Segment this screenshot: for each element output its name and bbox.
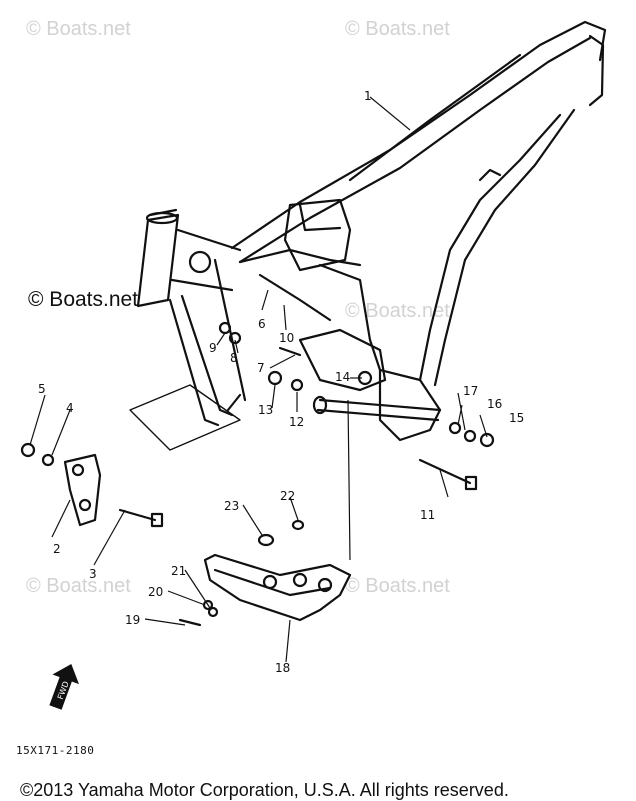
callout-17: 17 xyxy=(463,384,478,398)
watermark-bottom-right: © Boats.net xyxy=(345,575,450,597)
watermark-bottom-left: © Boats.net xyxy=(26,575,131,597)
skid-plate xyxy=(203,553,352,622)
watermark-top-left: © Boats.net xyxy=(26,18,131,40)
front-bracket xyxy=(63,453,102,527)
frame-rear-loop xyxy=(418,34,605,387)
drawing-code: 15X171-2180 xyxy=(16,744,95,757)
callout-6: 6 xyxy=(258,317,266,331)
callout-1: 1 xyxy=(364,89,372,103)
engine-outline-box xyxy=(129,384,241,451)
callout-19: 19 xyxy=(125,613,140,627)
frame-center-gusset xyxy=(238,198,382,372)
callout-11: 11 xyxy=(420,508,435,522)
bolts xyxy=(118,346,478,627)
fwd-arrow-icon: FWD xyxy=(49,664,79,710)
callout-9: 9 xyxy=(209,341,217,355)
callout-5: 5 xyxy=(38,382,46,396)
callout-21: 21 xyxy=(171,564,186,578)
lower-cross-tube xyxy=(312,395,442,422)
callout-13: 13 xyxy=(258,403,273,417)
watermark-left-mid: © Boats.net xyxy=(28,288,139,311)
part-callouts: 1 2 3 4 5 6 7 8 9 10 11 12 13 14 15 16 1… xyxy=(38,89,524,675)
callout-10: 10 xyxy=(279,331,294,345)
callout-20: 20 xyxy=(148,585,163,599)
callout-4: 4 xyxy=(66,401,74,415)
copyright-notice: ©2013 Yamaha Motor Corporation, U.S.A. A… xyxy=(20,780,509,800)
callout-18: 18 xyxy=(275,661,290,675)
washers-and-nuts xyxy=(20,321,495,618)
frame-upper-rails xyxy=(230,20,607,264)
steering-head xyxy=(136,208,242,308)
callout-16: 16 xyxy=(487,397,502,411)
watermark-top-right: © Boats.net xyxy=(345,18,450,40)
callout-8: 8 xyxy=(230,351,238,365)
callout-12: 12 xyxy=(289,415,304,429)
callout-15: 15 xyxy=(509,411,524,425)
callout-22: 22 xyxy=(280,489,295,503)
callout-14: 14 xyxy=(335,370,350,384)
engine-mount-plates xyxy=(298,328,442,442)
leader-lines xyxy=(29,96,488,663)
watermark-mid: © Boats.net xyxy=(345,300,450,322)
callout-2: 2 xyxy=(53,542,61,556)
callout-23: 23 xyxy=(224,499,239,513)
callout-3: 3 xyxy=(89,567,97,581)
callout-7: 7 xyxy=(257,361,265,375)
